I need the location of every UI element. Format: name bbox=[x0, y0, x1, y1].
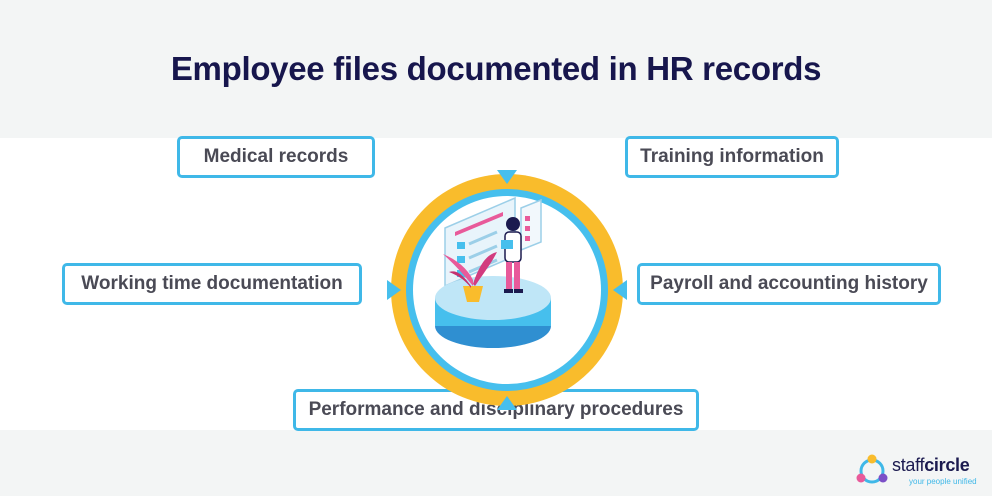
node-label: Performance and disciplinary procedures bbox=[308, 399, 684, 420]
node-label: Training information bbox=[640, 146, 824, 167]
logo-tagline: your people unified bbox=[909, 477, 977, 486]
node-label: Payroll and accounting history bbox=[650, 273, 928, 294]
page-title: Employee files documented in HR records bbox=[170, 50, 822, 87]
node-training-information: Training information bbox=[625, 136, 839, 178]
node-payroll-history: Payroll and accounting history bbox=[637, 263, 941, 305]
ring-arrow-icon bbox=[497, 170, 517, 184]
node-working-time: Working time documentation bbox=[62, 263, 362, 305]
node-label: Medical records bbox=[203, 146, 349, 167]
ring-arrow-icon bbox=[497, 396, 517, 410]
logo-wordmark: staffcircle bbox=[892, 455, 970, 475]
ring-arrow-icon bbox=[387, 280, 401, 300]
ring-arrow-icon bbox=[613, 280, 627, 300]
staffcircle-logo: staffcircle your people unified bbox=[855, 452, 985, 492]
node-label: Working time documentation bbox=[81, 273, 343, 294]
central-hub bbox=[387, 170, 627, 410]
employee-illustration-icon bbox=[435, 196, 551, 348]
node-medical-records: Medical records bbox=[177, 136, 375, 178]
footer-band bbox=[0, 430, 992, 496]
header-band bbox=[0, 0, 992, 138]
staffcircle-logo-icon bbox=[856, 454, 888, 484]
